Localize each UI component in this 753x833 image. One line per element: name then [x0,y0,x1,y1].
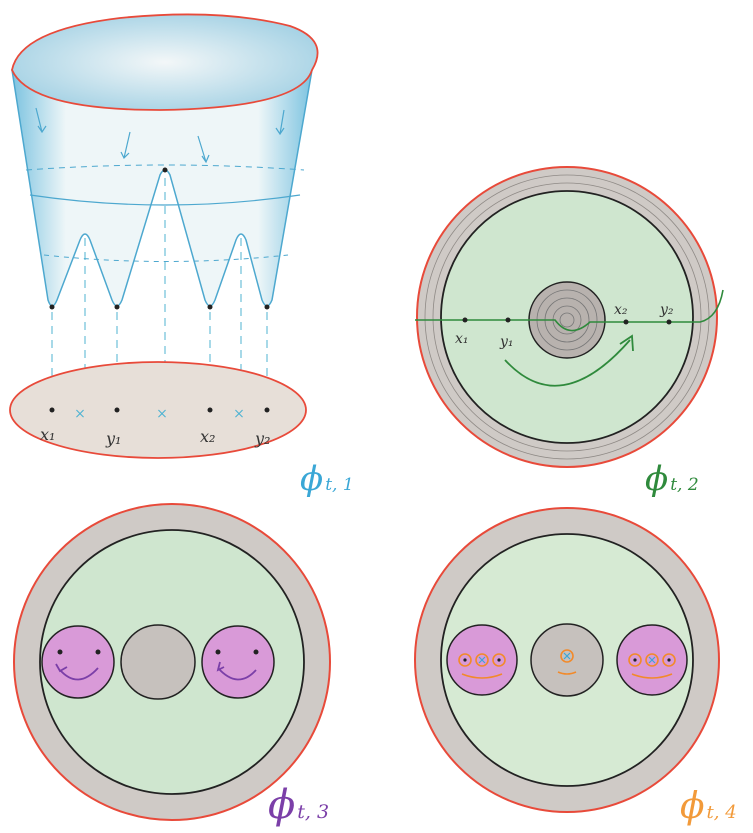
point-label-x1-p2: x₁ [455,331,469,347]
svg-text:×: × [156,406,168,422]
base-points: × × × [50,406,270,422]
center-gray-disk-p4 [531,624,603,696]
left-pink-disk [42,626,114,698]
point-label-x2-p2: x₂ [614,302,628,318]
point-label-y2-p2: y₂ [659,302,674,318]
svg-text:×: × [233,406,245,422]
point-label-y2: y₂ [254,429,270,448]
point-label-x1: x₁ [40,425,55,444]
point-label-y1-p2: y₁ [499,334,514,350]
point-label-y1: y₁ [105,429,121,448]
point-label-x2: x₂ [200,427,215,446]
svg-text:×: × [74,406,86,422]
center-gray-disk [121,625,195,699]
right-pink-disk [202,626,274,698]
top-boundary [12,14,318,110]
